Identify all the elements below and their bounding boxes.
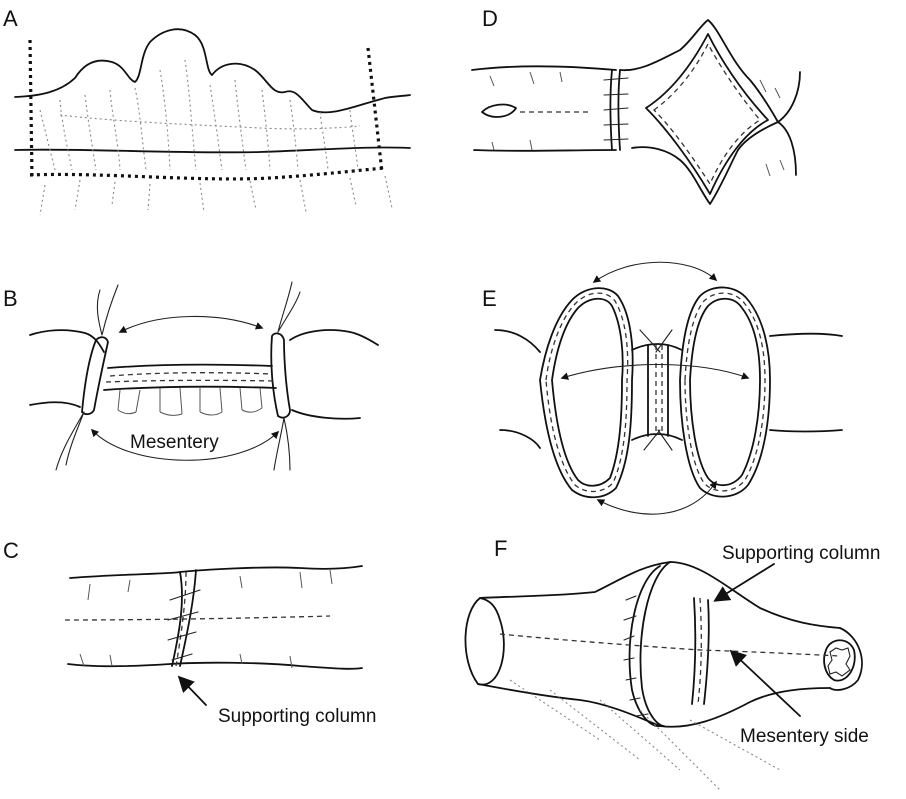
panel-a-letter: A bbox=[3, 6, 18, 31]
panel-f-drawing bbox=[464, 561, 863, 791]
panel-d-letter: D bbox=[482, 6, 498, 31]
mesentery-label: Mesentery bbox=[130, 432, 219, 453]
supporting-column-label-f: Supporting column bbox=[722, 543, 881, 564]
panel-b-drawing bbox=[29, 281, 379, 471]
panel-e-letter: E bbox=[482, 286, 497, 311]
panel-c-drawing bbox=[64, 565, 363, 706]
panel-d-drawing bbox=[471, 19, 801, 205]
panel-c-letter: C bbox=[3, 538, 19, 563]
panel-b-letter: B bbox=[3, 286, 18, 311]
panel-e-drawing bbox=[494, 261, 843, 515]
panel-a-drawing bbox=[14, 28, 411, 216]
supporting-column-label-c: Supporting column bbox=[218, 706, 377, 727]
panel-f-letter: F bbox=[494, 536, 508, 561]
mesentery-side-label: Mesentery side bbox=[740, 726, 869, 747]
